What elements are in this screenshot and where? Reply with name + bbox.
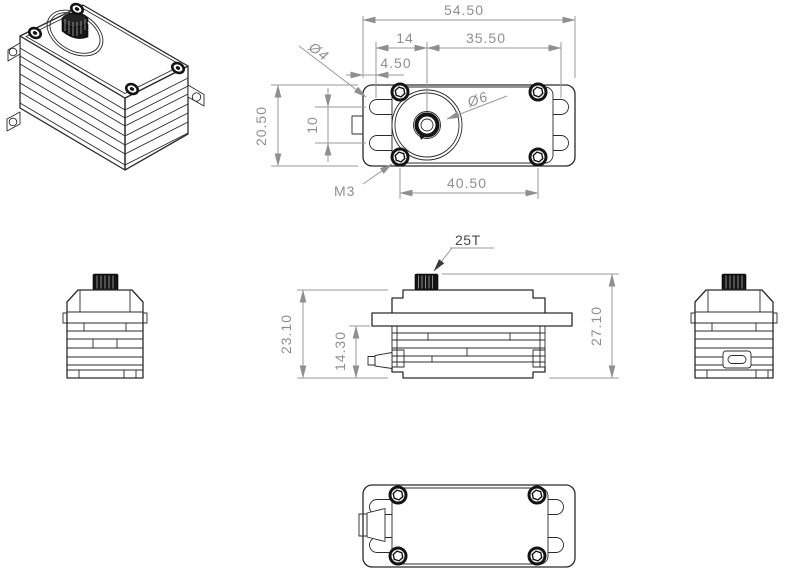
- callout-screw-thread: M3: [334, 183, 355, 199]
- right-side-view: [690, 273, 778, 379]
- dim-overall-width: 20.50: [253, 106, 269, 146]
- dim-overall-length: 54.50: [444, 2, 484, 18]
- spline-shaft-iso: [61, 12, 89, 39]
- isometric-view: [6, 0, 205, 171]
- dim-overall-height: 27.10: [588, 306, 604, 346]
- mounting-tab-iso: [6, 42, 205, 132]
- spline-shaft-right: [721, 273, 747, 291]
- callout-slot-diameter: Ø4: [305, 38, 332, 64]
- dim-slot-to-shaft: 14: [396, 30, 414, 46]
- dim-base-height: 14.30: [332, 331, 348, 371]
- callout-shaft-diameter: Ø6: [464, 88, 490, 110]
- mounting-slots-top: [369, 99, 569, 151]
- callout-spline-teeth: 25T: [455, 232, 481, 248]
- top-view-dimensions: 54.50 14 35.50 4.50 20.50 10 40.50 Ø4 Ø6…: [253, 2, 576, 199]
- case-layer-lines: [19, 47, 189, 166]
- dim-screw-spacing: 40.50: [447, 175, 487, 191]
- dim-case-height: 23.10: [278, 314, 294, 354]
- top-outer-silhouette: [362, 84, 576, 167]
- case-stack-front: [391, 325, 546, 368]
- wire-exit-top: [351, 115, 364, 135]
- mounting-flange: [371, 312, 573, 327]
- dim-slot-spacing: 10: [304, 116, 320, 134]
- spline-shaft-front: [414, 273, 439, 291]
- connector-port: [722, 350, 752, 369]
- left-side-view: [62, 273, 148, 379]
- case-stack-left: [62, 289, 148, 379]
- wire-exit-front: [367, 352, 393, 369]
- front-view: [367, 273, 573, 379]
- bottom-view: [358, 484, 576, 568]
- front-view-dimensions: 23.10 14.30 27.10 25T: [278, 232, 619, 379]
- bottom-case-outline: [391, 487, 549, 565]
- spline-index-mark: [419, 133, 424, 140]
- spline-shaft-left: [92, 273, 119, 291]
- top-view: [351, 82, 576, 167]
- mounting-slots-bottom: [369, 499, 564, 553]
- bottom-outer-silhouette: [362, 484, 576, 568]
- dim-edge-to-slot: 4.50: [380, 55, 411, 71]
- dim-shaft-to-right: 35.50: [466, 30, 506, 46]
- wire-exit-bottom: [358, 508, 386, 542]
